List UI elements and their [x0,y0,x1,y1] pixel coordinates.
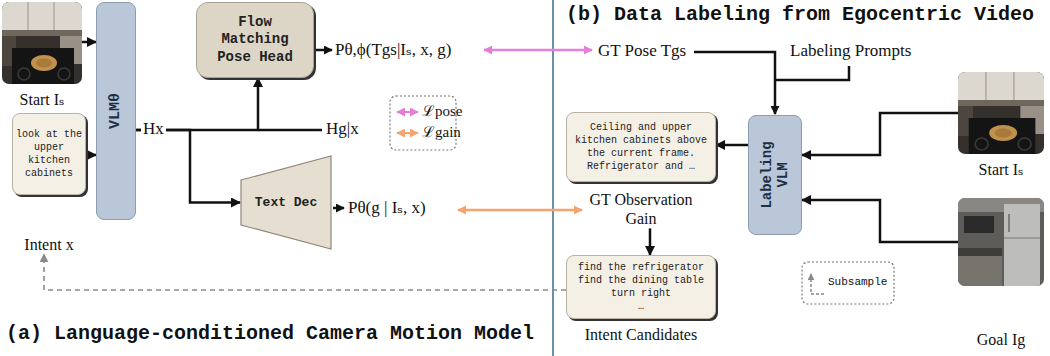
panel-title: (a) Language-conditioned Camera Motion M… [6,322,534,345]
node-text: Flow Matching Pose Head [207,14,303,67]
pose-loss-arrow [484,49,592,52]
pose-head-box: Flow Matching Pose Head [196,2,314,78]
feature-symbol: Hg|x [326,119,359,139]
trapezoid-outline [241,156,331,249]
prompt-input-wire [775,66,849,80]
vlm-block: VLMθ [96,2,136,220]
output-formula: Pθ(g | Iₛ, x) [348,198,426,218]
connector [44,254,566,290]
node-heading: Goal Ig [958,330,1044,349]
legend-text: Subsample [828,276,887,289]
node-shape: Text Dec [240,155,332,250]
legend-sample [397,111,418,113]
node-shape: Flow Matching Pose Head [196,2,314,78]
legend-frame [802,262,894,304]
connector [136,130,240,203]
panel-title: (b) Data Labeling from Egocentric Video [566,3,1034,26]
image-node: Goal Ig [958,198,1044,349]
image-node: Start Iₛ [958,72,1044,179]
node-heading: Start Iₛ [958,160,1044,179]
candidates-box: find the refrigeratorfind the dining tab… [566,255,716,344]
output-arrow [333,207,344,210]
intent-box: look at the upper kitchen cabinetsIntent… [12,113,86,254]
kitchen-photo [958,72,1044,154]
node-heading: Start Iₛ [2,90,82,109]
photo-frame [958,72,1044,154]
connector [649,228,652,255]
node-shape: look at the upper kitchen cabinets [12,113,86,195]
connector [82,41,96,44]
labeling-vlm-block: Labeling VLM [748,115,802,235]
gain-loss-arrow [458,209,582,212]
node-text: VLMθ [107,51,124,171]
node-text: … [638,300,644,313]
legend-sample [811,274,824,294]
pose-input-wire [694,52,775,114]
node-text: Ceiling and upper kitchen cabinets above… [573,121,709,173]
legend-text: ℒgain [422,124,461,141]
connector [802,200,958,242]
goal-photo [958,198,1044,286]
output-formula: Pθ,ϕ(Tgs|Iₛ, x, g) [335,40,451,60]
feature-wire [258,129,322,132]
connector [716,144,748,147]
feature-symbol: Hx [141,119,166,139]
node-text: find the dining table [578,274,704,287]
node-text: look at the upper kitchen cabinets [16,128,82,180]
panel-divider [552,0,554,356]
legend-text: ℒpose [422,103,463,120]
node-shape: VLMθ [96,2,136,220]
node-text: Labeling VLM [759,135,791,215]
node-heading: Intent Candidates [566,325,716,344]
node-shape: find the refrigeratorfind the dining tab… [566,255,716,319]
node-shape: Labeling VLM [748,115,802,235]
photo-frame [958,198,1044,286]
node-heading: GT Observation Gain [579,190,704,228]
node-text: find the refrigerator [578,261,704,274]
legend-sample [397,132,418,134]
photo-frame [2,2,82,84]
node-text: turn right [611,287,671,300]
connector [802,113,958,155]
node-heading: Intent x [12,235,86,254]
image-node: Start Iₛ [2,2,82,109]
input-label: Labeling Prompts [790,41,911,61]
node-text: Text Dec [255,195,317,211]
decoder-trapezoid: Text Dec [240,155,332,250]
kitchen-photo [2,2,82,84]
ground-truth-label: GT Pose Tgs [598,41,686,61]
node-shape: Ceiling and upper kitchen cabinets above… [566,112,716,182]
connector [86,154,96,157]
gain-box: Ceiling and upper kitchen cabinets above… [566,112,716,228]
output-arrow [316,49,332,52]
